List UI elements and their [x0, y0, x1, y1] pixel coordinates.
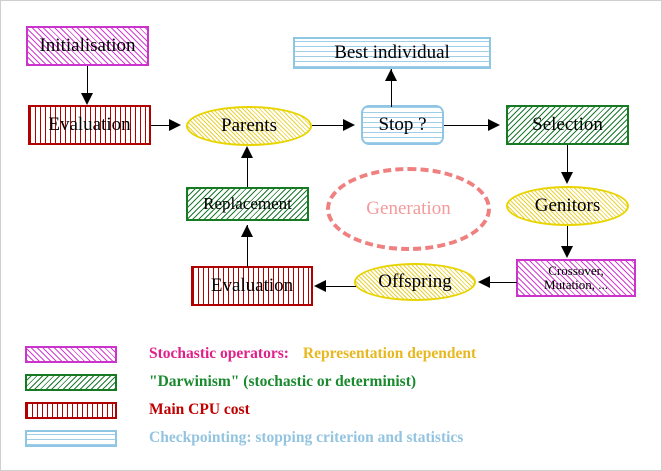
node-evaluation-top[interactable]: Evaluation	[28, 105, 151, 145]
legend-label-stochastic-operators: Stochastic operators:	[149, 345, 289, 362]
node-generation-boundary: Generation	[326, 167, 491, 251]
node-stop[interactable]: Stop ?	[361, 105, 444, 145]
legend-label-darwinism: "Darwinism" (stochastic or determinist)	[149, 373, 417, 390]
edge-evaluation-to-replacement	[247, 225, 249, 267]
arrowhead-down-initialisation	[81, 93, 93, 105]
legend-text-checkpointing: Checkpointing: stopping criterion and st…	[149, 429, 463, 447]
node-initialisation[interactable]: Initialisation	[26, 26, 149, 66]
node-replacement-label: Replacement	[203, 194, 292, 214]
node-genitors[interactable]: Genitors	[506, 186, 629, 226]
edge-crossover-to-offspring	[481, 282, 517, 284]
node-parents[interactable]: Parents	[186, 106, 312, 146]
edge-evaluation-to-parents	[151, 125, 175, 127]
node-evaluation-bottom[interactable]: Evaluation	[191, 266, 313, 306]
edge-initialisation-to-evaluation	[87, 66, 89, 96]
node-replacement[interactable]: Replacement	[186, 187, 309, 221]
legend-text-darwinism: "Darwinism" (stochastic or determinist)	[149, 373, 416, 391]
legend-text-main-cpu-cost: Main CPU cost	[149, 401, 250, 419]
node-offspring-label: Offspring	[378, 271, 452, 293]
node-evaluation-top-label: Evaluation	[48, 114, 131, 136]
legend-label-representation-dependent: Representation dependent	[302, 345, 477, 362]
node-evaluation-bottom-label: Evaluation	[210, 275, 294, 297]
legend-label-main-cpu-cost: Main CPU cost	[149, 401, 250, 418]
legend-swatch-blue	[25, 429, 117, 447]
edge-parents-to-stop	[312, 125, 348, 127]
edge-genitors-to-crossover	[567, 226, 569, 250]
arrowhead-left-offspring	[478, 276, 490, 288]
arrowhead-down-crossover	[561, 246, 573, 258]
legend: Stochastic operators: Representation depe…	[1, 337, 661, 467]
node-selection[interactable]: Selection	[506, 105, 629, 145]
node-parents-label: Parents	[221, 115, 277, 137]
edge-replacement-to-parents	[247, 149, 249, 187]
legend-label-checkpointing: Checkpointing: stopping criterion and st…	[149, 429, 464, 446]
arrowhead-up-replacement	[241, 225, 253, 237]
edge-stop-to-selection	[444, 125, 492, 127]
arrowhead-left-evaluation-bottom	[314, 280, 326, 292]
node-crossover-mutation[interactable]: Crossover, Mutation, ...	[516, 259, 636, 297]
arrowhead-down-genitors	[561, 172, 573, 184]
legend-row-main-cpu-cost: Main CPU cost	[25, 397, 250, 423]
arrowhead-up-best-individual	[385, 69, 397, 81]
legend-row-stochastic-operators: Stochastic operators: Representation depe…	[25, 341, 476, 367]
node-best-individual-label: Best individual	[334, 42, 450, 64]
node-genitors-label: Genitors	[534, 195, 601, 217]
node-selection-label: Selection	[532, 114, 603, 136]
node-best-individual[interactable]: Best individual	[293, 37, 491, 69]
legend-text-stochastic-operators: Stochastic operators: Representation depe…	[149, 345, 476, 363]
arrowhead-right-selection	[488, 119, 500, 131]
node-generation-label: Generation	[366, 198, 451, 220]
node-offspring[interactable]: Offspring	[354, 263, 476, 301]
arrowhead-up-parents	[241, 146, 253, 158]
legend-swatch-magenta	[25, 345, 117, 363]
legend-swatch-red	[25, 401, 117, 419]
legend-row-darwinism: "Darwinism" (stochastic or determinist)	[25, 369, 416, 395]
node-stop-label: Stop ?	[378, 114, 427, 136]
node-crossover-mutation-label: Crossover, Mutation, ...	[544, 263, 608, 292]
node-initialisation-label: Initialisation	[39, 35, 136, 57]
legend-swatch-green	[25, 373, 117, 391]
arrowhead-right-parents	[169, 119, 181, 131]
edge-offspring-to-evaluation	[316, 286, 356, 288]
edge-selection-to-genitors	[567, 145, 569, 175]
edge-stop-to-best-individual	[391, 69, 393, 107]
arrowhead-right-stop	[343, 119, 355, 131]
legend-row-checkpointing: Checkpointing: stopping criterion and st…	[25, 425, 463, 451]
